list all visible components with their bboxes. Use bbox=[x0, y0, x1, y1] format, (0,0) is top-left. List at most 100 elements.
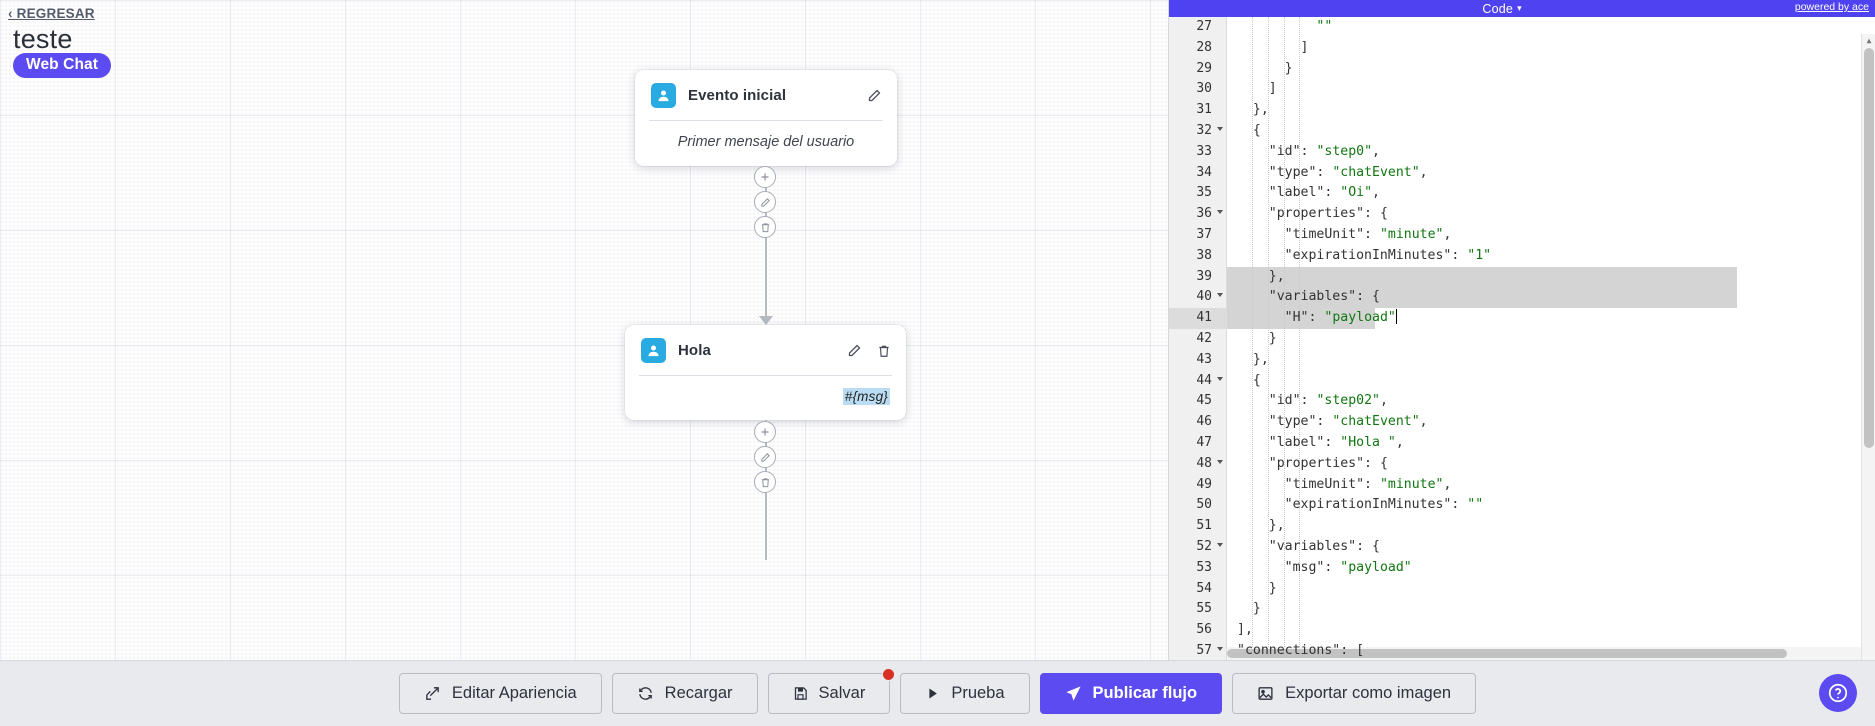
add-step-button[interactable] bbox=[754, 166, 776, 188]
code-line[interactable]: }, bbox=[1268, 518, 1285, 534]
toolbar-button-recargar[interactable]: Recargar bbox=[611, 673, 758, 714]
trash-icon[interactable] bbox=[875, 342, 892, 359]
line-number: 42 bbox=[1196, 330, 1212, 346]
code-line[interactable]: "connections": [ bbox=[1237, 642, 1365, 658]
code-line[interactable]: ] bbox=[1300, 39, 1309, 55]
chevron-down-icon[interactable]: ▾ bbox=[1517, 3, 1522, 13]
line-number: 41 bbox=[1169, 308, 1226, 329]
editor-vertical-scrollbar[interactable]: ▲ bbox=[1861, 34, 1875, 660]
line-number: 36 bbox=[1169, 204, 1226, 225]
edit-step-button[interactable] bbox=[754, 191, 776, 213]
scroll-thumb-horizontal[interactable] bbox=[1227, 649, 1787, 658]
line-number: 48 bbox=[1169, 454, 1226, 475]
flow-node-hola[interactable]: Hola #{msg} bbox=[625, 325, 906, 420]
code-line[interactable]: "timeUnit": "minute", bbox=[1284, 476, 1452, 492]
toolbar-button-label: Recargar bbox=[664, 684, 733, 702]
editor-horizontal-scrollbar[interactable] bbox=[1227, 647, 1861, 660]
code-line[interactable]: "id": "step02", bbox=[1268, 393, 1388, 409]
fold-toggle-icon[interactable] bbox=[1217, 293, 1223, 298]
scroll-up-arrow[interactable]: ▲ bbox=[1866, 35, 1872, 45]
node-title: Hola bbox=[678, 342, 711, 359]
code-line[interactable]: "expirationInMinutes": "1" bbox=[1284, 247, 1492, 263]
fold-toggle-icon[interactable] bbox=[1217, 459, 1223, 464]
back-link[interactable]: ‹ REGRESAR bbox=[8, 6, 95, 21]
toolbar-button-label: Exportar como imagen bbox=[1285, 684, 1452, 702]
delete-step-button[interactable] bbox=[754, 216, 776, 238]
code-line[interactable]: "properties": { bbox=[1268, 455, 1388, 471]
code-line[interactable]: } bbox=[1284, 60, 1293, 76]
play-icon bbox=[925, 686, 940, 701]
code-line[interactable]: } bbox=[1268, 330, 1277, 346]
code-line[interactable]: "id": "step0", bbox=[1268, 143, 1380, 159]
pencil-icon[interactable] bbox=[846, 342, 863, 359]
code-line[interactable]: } bbox=[1268, 580, 1277, 596]
code-line[interactable]: }, bbox=[1252, 102, 1269, 118]
edit-step-button[interactable] bbox=[754, 446, 776, 468]
channel-badge: Web Chat bbox=[13, 53, 111, 78]
code-line[interactable]: "H": "payload" bbox=[1227, 308, 1861, 329]
scroll-thumb[interactable] bbox=[1864, 48, 1874, 448]
node-header: Hola bbox=[625, 325, 906, 375]
bottom-toolbar: Editar Apariencia Recargar Salvar Prueba Pub… bbox=[0, 660, 1875, 726]
fold-toggle-icon[interactable] bbox=[1217, 376, 1223, 381]
code-line[interactable]: "type": "chatEvent", bbox=[1268, 414, 1428, 430]
code-panel-header: Code ▾ powered by ace bbox=[1169, 0, 1875, 17]
code-line[interactable]: }, bbox=[1252, 351, 1269, 367]
fold-toggle-icon[interactable] bbox=[1217, 542, 1223, 547]
code-panel-title[interactable]: Code bbox=[1482, 1, 1514, 16]
pencil-icon[interactable] bbox=[866, 87, 883, 104]
code-line[interactable]: { bbox=[1252, 372, 1261, 388]
line-number: 56 bbox=[1196, 622, 1212, 638]
toolbar-button-prueba[interactable]: Prueba bbox=[900, 673, 1030, 714]
node-title: Evento inicial bbox=[688, 87, 787, 104]
code-line[interactable]: "variables": { bbox=[1227, 287, 1861, 309]
add-step-button[interactable] bbox=[754, 421, 776, 443]
line-number: 52 bbox=[1169, 537, 1226, 558]
line-number: 28 bbox=[1196, 39, 1212, 55]
powered-by-link[interactable]: powered by ace bbox=[1794, 1, 1869, 13]
code-line[interactable]: }, bbox=[1227, 266, 1861, 288]
code-line[interactable]: "label": "Hola ", bbox=[1268, 434, 1404, 450]
toolbar-button-salvar[interactable]: Salvar bbox=[767, 668, 896, 714]
fold-toggle-icon[interactable] bbox=[1217, 646, 1223, 651]
code-line[interactable]: ], bbox=[1237, 622, 1253, 638]
flow-canvas[interactable]: ‹ REGRESAR teste Web Chat Evento inicial bbox=[0, 0, 1168, 660]
user-icon bbox=[651, 83, 676, 108]
code-line[interactable]: "msg": "payload" bbox=[1284, 559, 1412, 575]
divider bbox=[649, 120, 883, 121]
line-number: 49 bbox=[1196, 476, 1212, 492]
toolbar-button-label: Prueba bbox=[951, 684, 1005, 702]
code-line[interactable]: ] bbox=[1268, 81, 1277, 97]
code-line[interactable]: "label": "Oi", bbox=[1268, 185, 1380, 201]
code-line[interactable]: "timeUnit": "minute", bbox=[1284, 226, 1452, 242]
toolbar-button-publicar-flujo[interactable]: Publicar flujo bbox=[1039, 673, 1223, 714]
toolbar-button-editar-apariencia[interactable]: Editar Apariencia bbox=[398, 673, 602, 714]
code-line[interactable]: "expirationInMinutes": "" bbox=[1284, 497, 1484, 513]
connector-arrow bbox=[759, 316, 773, 325]
line-number: 27 bbox=[1196, 19, 1212, 34]
code-line[interactable]: { bbox=[1252, 122, 1261, 138]
line-number: 51 bbox=[1196, 518, 1212, 534]
line-number: 38 bbox=[1196, 247, 1212, 263]
node-header: Evento inicial bbox=[635, 70, 897, 120]
toolbar-button-exportar-como-imagen[interactable]: Exportar como imagen bbox=[1232, 673, 1477, 714]
delete-step-button[interactable] bbox=[754, 471, 776, 493]
line-number: 33 bbox=[1196, 143, 1212, 159]
code-line[interactable]: } bbox=[1252, 601, 1261, 617]
fold-toggle-icon[interactable] bbox=[1217, 126, 1223, 131]
code-content[interactable]: "" ] } ] }, { "id": "step0", "type": "ch… bbox=[1227, 17, 1861, 660]
status-badge bbox=[882, 668, 896, 681]
node-action-group bbox=[754, 166, 776, 238]
node-body: Primer mensaje del usuario bbox=[635, 121, 897, 166]
code-line[interactable]: "" bbox=[1316, 19, 1333, 34]
flow-node-evento-inicial[interactable]: Evento inicial Primer mensaje del usuari… bbox=[635, 70, 897, 166]
code-line[interactable]: "variables": { bbox=[1268, 538, 1380, 554]
toolbar-buttons: Editar Apariencia Recargar Salvar Prueba Pub… bbox=[398, 668, 1477, 714]
question-circle-icon[interactable] bbox=[1819, 674, 1857, 712]
fold-toggle-icon[interactable] bbox=[1217, 210, 1223, 215]
indent-guide bbox=[1251, 17, 1253, 660]
code-line[interactable]: "type": "chatEvent", bbox=[1268, 164, 1428, 180]
code-line[interactable]: "properties": { bbox=[1268, 206, 1388, 222]
